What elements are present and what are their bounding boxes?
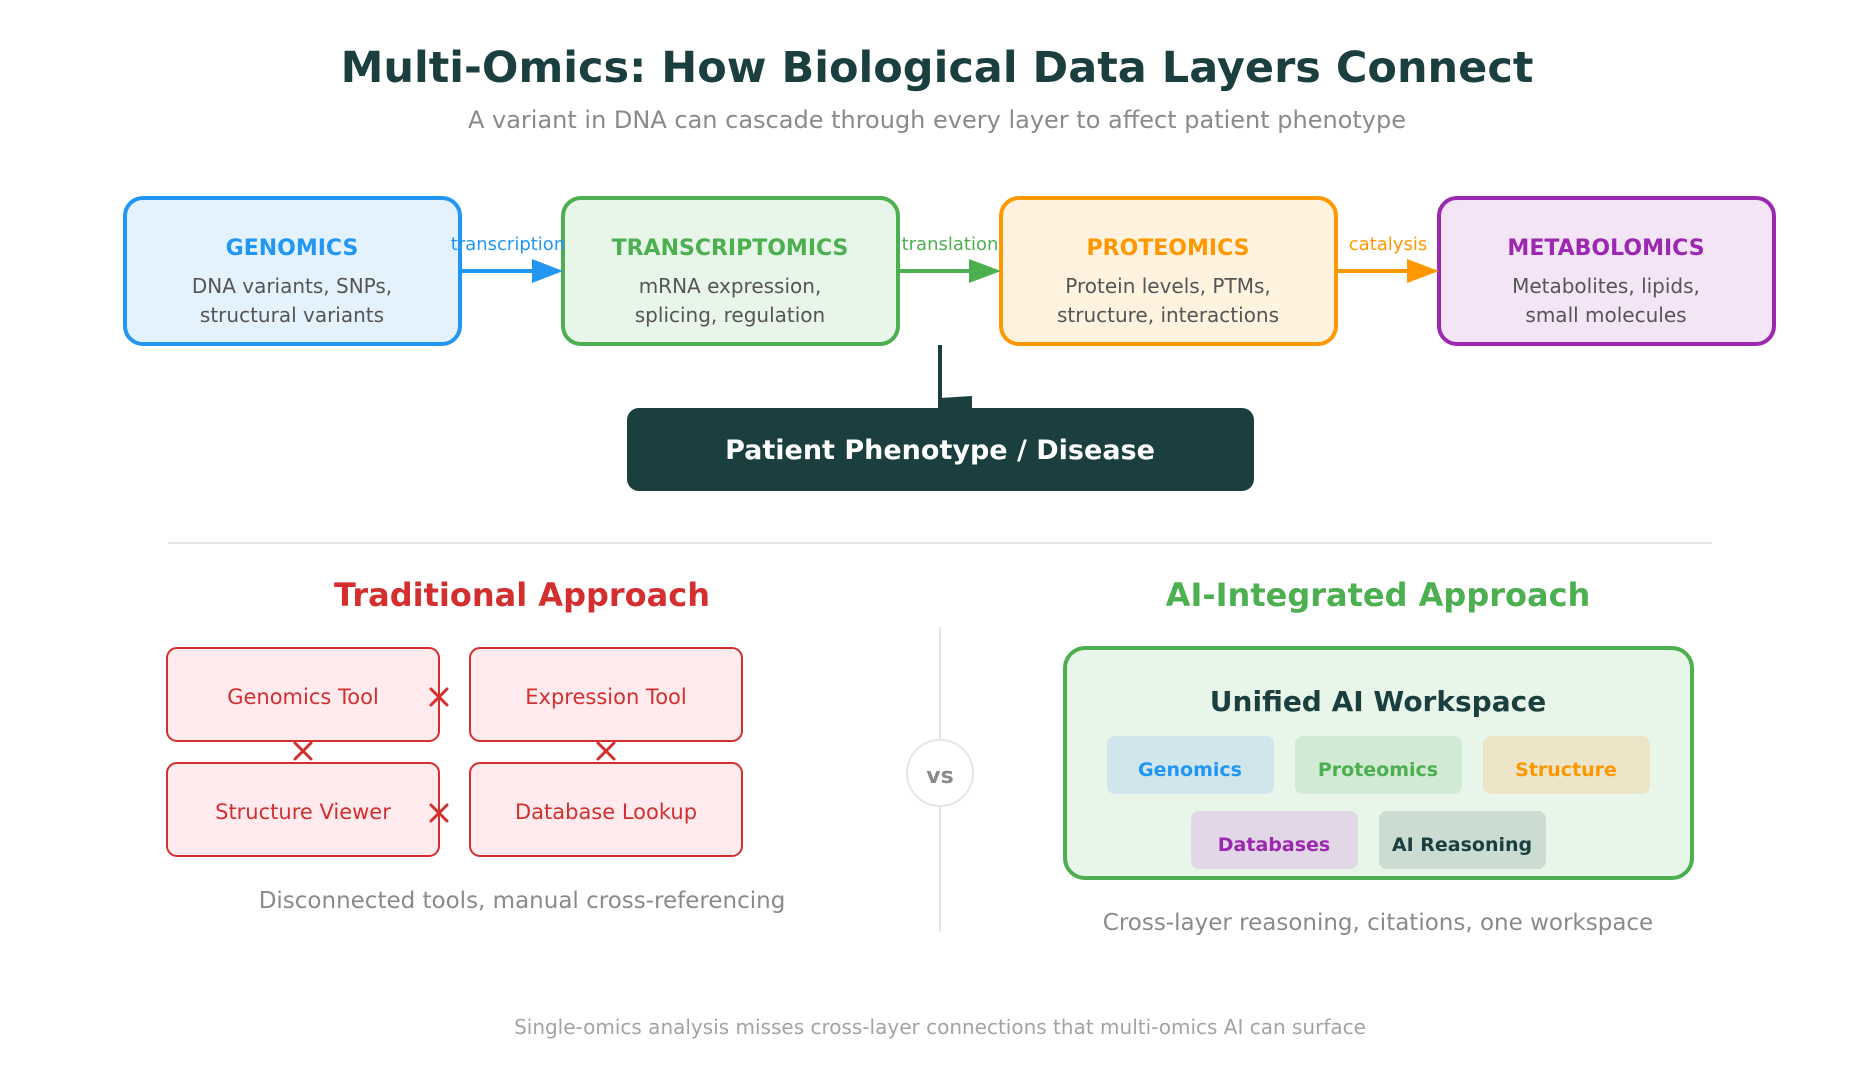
- chip-structure-label: Structure: [1515, 759, 1617, 781]
- footer-note: Single-omics analysis misses cross-layer…: [514, 1015, 1366, 1039]
- layer-metabolomics: METABOLOMICS Metabolites, lipids, small …: [1437, 196, 1776, 346]
- arrow-translation-label: translation: [902, 234, 999, 255]
- chip-databases-label: Databases: [1218, 834, 1330, 856]
- chip-proteomics-label: Proteomics: [1318, 759, 1438, 781]
- chip-ai-reasoning-label: AI Reasoning: [1392, 834, 1532, 856]
- layer-genomics: GENOMICS DNA variants, SNPs, structural …: [123, 196, 462, 346]
- unified-workspace-box: Unified AI Workspace Genomics Proteomics…: [1063, 646, 1694, 880]
- tool-structure: Structure Viewer: [166, 762, 440, 857]
- layer-genomics-desc-2: structural variants: [200, 303, 384, 327]
- arrow-transcription: transcription: [451, 234, 565, 283]
- layer-proteomics: PROTEOMICS Protein levels, PTMs, structu…: [999, 196, 1338, 346]
- tool-genomics: Genomics Tool: [166, 647, 440, 742]
- tool-expression-label: Expression Tool: [525, 685, 686, 709]
- tool-structure-label: Structure Viewer: [215, 800, 391, 824]
- phenotype-connector: [938, 345, 972, 410]
- layer-genomics-desc-1: DNA variants, SNPs,: [192, 274, 392, 298]
- traditional-heading: Traditional Approach: [334, 576, 710, 614]
- vs-label: vs: [926, 764, 953, 789]
- layer-transcriptomics: TRANSCRIPTOMICS mRNA expression, splicin…: [561, 196, 900, 346]
- disconnect-x-icon: [429, 687, 449, 707]
- tool-database-label: Database Lookup: [515, 800, 697, 824]
- page-subtitle: A variant in DNA can cascade through eve…: [468, 106, 1406, 134]
- chip-databases: Databases: [1191, 811, 1358, 869]
- ai-caption: Cross-layer reasoning, citations, one wo…: [1103, 910, 1653, 936]
- layer-proteomics-desc-2: structure, interactions: [1057, 303, 1279, 327]
- layer-genomics-title: GENOMICS: [226, 236, 359, 261]
- disconnect-x-icon: [429, 803, 449, 823]
- layer-proteomics-desc-1: Protein levels, PTMs,: [1065, 274, 1270, 298]
- chip-genomics-label: Genomics: [1138, 759, 1242, 781]
- tool-expression: Expression Tool: [469, 647, 743, 742]
- ai-heading: AI-Integrated Approach: [1166, 576, 1591, 614]
- chip-structure: Structure: [1483, 736, 1650, 794]
- layer-transcriptomics-desc-2: splicing, regulation: [635, 303, 825, 327]
- layer-metabolomics-desc-1: Metabolites, lipids,: [1512, 274, 1700, 298]
- tool-genomics-label: Genomics Tool: [227, 685, 379, 709]
- layer-proteomics-title: PROTEOMICS: [1087, 236, 1250, 261]
- phenotype-label: Patient Phenotype / Disease: [725, 435, 1155, 466]
- arrow-catalysis: catalysis: [1336, 234, 1439, 283]
- chip-genomics: Genomics: [1107, 736, 1274, 794]
- workspace-title: Unified AI Workspace: [1210, 685, 1546, 718]
- layer-transcriptomics-desc-1: mRNA expression,: [639, 274, 822, 298]
- layer-metabolomics-desc-2: small molecules: [1525, 303, 1686, 327]
- arrow-transcription-label: transcription: [451, 234, 565, 255]
- phenotype-box: Patient Phenotype / Disease: [627, 408, 1254, 491]
- disconnect-x-icon: [293, 741, 313, 761]
- chip-proteomics: Proteomics: [1295, 736, 1462, 794]
- page-title: Multi-Omics: How Biological Data Layers …: [341, 43, 1534, 93]
- vs-circle: [906, 739, 974, 807]
- layer-transcriptomics-title: TRANSCRIPTOMICS: [612, 236, 849, 261]
- tool-database: Database Lookup: [469, 762, 743, 857]
- layer-metabolomics-title: METABOLOMICS: [1507, 236, 1704, 261]
- chip-ai-reasoning: AI Reasoning: [1379, 811, 1546, 869]
- disconnect-x-icon: [596, 741, 616, 761]
- arrow-catalysis-label: catalysis: [1349, 234, 1427, 255]
- arrow-translation: translation: [898, 234, 1001, 283]
- traditional-caption: Disconnected tools, manual cross-referen…: [259, 888, 786, 914]
